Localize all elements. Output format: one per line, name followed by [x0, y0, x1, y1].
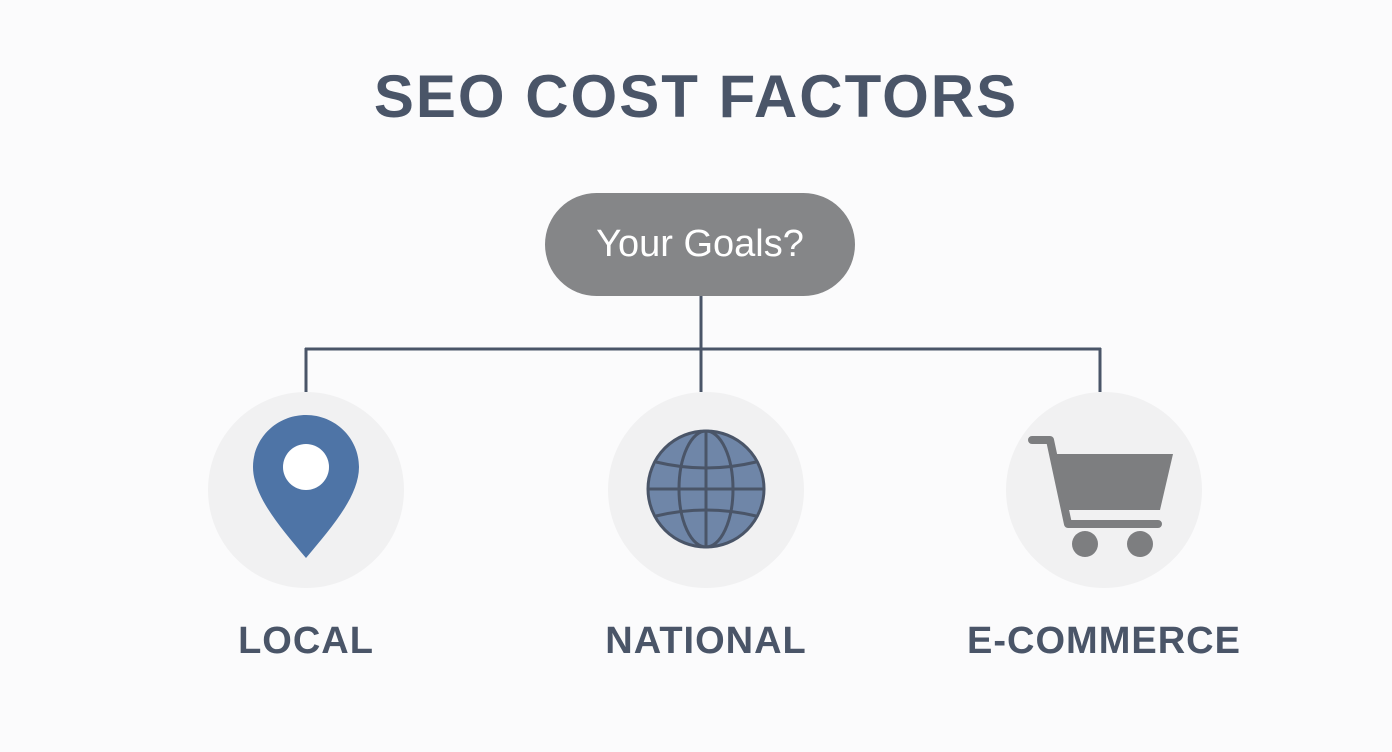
map-pin-icon: [253, 415, 359, 558]
local-label: LOCAL: [238, 620, 374, 662]
ecommerce-label: E-COMMERCE: [967, 620, 1241, 662]
ecommerce-node: [1006, 392, 1202, 588]
local-node: [208, 392, 404, 588]
diagram-title: SEO COST FACTORS: [373, 63, 1019, 130]
globe-icon: [646, 429, 766, 549]
shopping-cart-icon: [1028, 436, 1173, 557]
goals-node: Your Goals?: [545, 193, 855, 296]
national-node: [608, 392, 804, 588]
national-label: NATIONAL: [605, 620, 807, 662]
